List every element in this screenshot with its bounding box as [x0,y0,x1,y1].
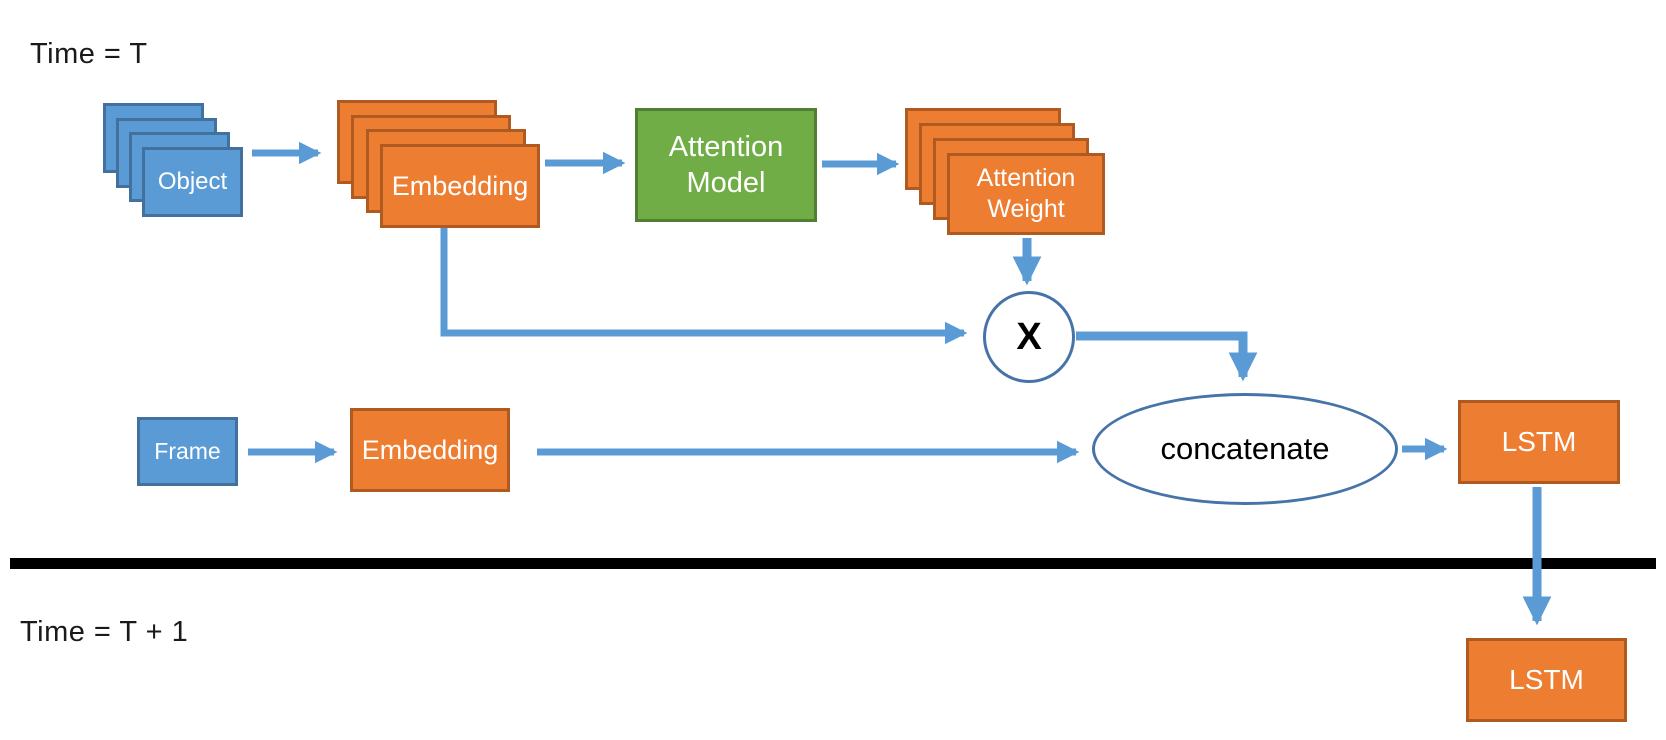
frame-node: Frame [137,417,238,486]
attention-weight-node: Attention Weight [947,153,1105,235]
time-t-plus-1-label: Time = T + 1 [20,616,189,648]
lstm-t-label: LSTM [1501,426,1577,457]
lstm-t1-node: LSTM [1466,638,1627,722]
concatenate-label: concatenate [1160,431,1330,466]
attention-weight-label-line2: Weight [987,195,1065,223]
lstm-t1-label: LSTM [1509,664,1584,695]
attention-weight-label-line1: Attention [976,163,1076,192]
arrow-multiply-to-concatenate [1076,331,1258,382]
frame-label: Frame [154,438,221,464]
object-label: Object [157,168,228,195]
embedding-bottom-label: Embedding [361,434,499,465]
attention-model-node: Attention Model [635,108,817,222]
embedding-top-node: Embedding [380,144,540,228]
arrow-embedding-to-multiply [440,228,968,345]
timeline-divider [10,558,1656,569]
time-t-label: Time = T [30,38,148,70]
attention-model-label-line1: Attention [668,130,784,163]
embedding-top-label: Embedding [391,170,529,201]
multiply-label: X [1016,315,1042,358]
multiply-node: X [983,291,1075,383]
lstm-t-node: LSTM [1458,400,1620,484]
attention-model-label-line2: Model [686,167,766,199]
object-node: Object [142,147,243,217]
concatenate-node: concatenate [1092,393,1398,505]
embedding-bottom-node: Embedding [350,408,510,492]
